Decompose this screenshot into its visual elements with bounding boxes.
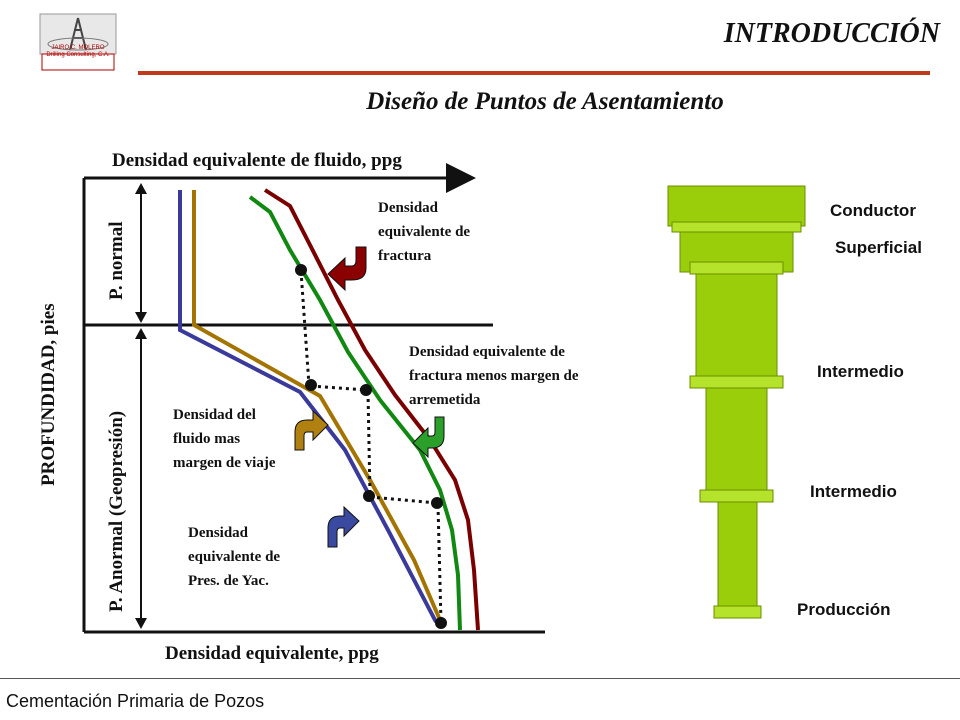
footer-text: Cementación Primaria de Pozos	[6, 691, 265, 711]
annotation-fracture-minus-kick: Densidad equivalente de fractura menos m…	[409, 340, 579, 412]
annotation-line: Densidad equivalente de	[409, 344, 565, 360]
fracture-pointer-arrow	[327, 246, 367, 292]
annotation-pore-pressure: Densidad equivalente de Pres. de Yac.	[188, 521, 280, 593]
fracture-minus-margin-pointer-arrow	[412, 416, 445, 459]
casing-label-intermediate-2: Intermedio	[810, 482, 897, 501]
casing-label-intermediate-1: Intermedio	[817, 362, 904, 381]
bottom-axis-label: Densidad equivalente, ppg	[165, 643, 379, 664]
annotation-line: fractura	[378, 248, 432, 264]
page-title: INTRODUCCIÓN	[723, 18, 940, 49]
annotation-line: equivalente de	[188, 549, 281, 565]
page-subtitle: Diseño de Puntos de Asentamiento	[366, 88, 724, 115]
annotation-line: Densidad	[378, 200, 439, 216]
top-axis-label: Densidad equivalente de fluido, ppg	[112, 150, 402, 171]
setting-depth-points	[295, 264, 447, 629]
production-casing	[717, 501, 758, 607]
title-rule	[138, 71, 930, 75]
mud-weight-curve	[192, 190, 442, 621]
setting-depth-dotted-lines	[299, 270, 443, 623]
fracture-curve	[263, 188, 480, 631]
pore-pressure-pointer-arrow	[327, 505, 360, 548]
annotation-mud-plus-trip: Densidad del fluido mas margen de viaje	[173, 403, 275, 475]
conductor-casing-shoulder	[667, 185, 806, 227]
casing-label-surface: Superficial	[835, 238, 922, 257]
casing-label-conductor: Conductor	[830, 201, 916, 220]
fracture-minus-margin-curve	[248, 195, 462, 631]
annotation-line: arremetida	[409, 392, 481, 408]
intermediate-casing-2	[705, 387, 768, 493]
annotation-line: equivalente de	[378, 224, 471, 240]
casing-label-production: Producción	[797, 600, 891, 619]
annotation-line: Densidad del	[173, 407, 256, 423]
annotation-line: Pres. de Yac.	[188, 573, 269, 589]
annotation-line: fluido mas	[173, 431, 241, 447]
mud-weight-pointer-arrow	[294, 409, 329, 451]
intermediate-casing-1	[695, 273, 778, 379]
logo-text-1: JAIRO C. MOLERO	[51, 45, 105, 51]
casing-string	[667, 185, 806, 619]
logo-text-2: Drilling Consulting, C.A.	[46, 52, 110, 58]
annotation-fracture: Densidad equivalente de fractura	[378, 196, 470, 268]
company-logo	[39, 13, 117, 71]
footer-rule	[0, 678, 960, 679]
logo-caption: JAIRO C. MOLERO Drilling Consulting, C.A…	[34, 45, 122, 59]
annotation-line: fractura menos margen de	[409, 368, 579, 384]
annotation-line: margen de viaje	[173, 455, 276, 471]
annotation-line: Densidad	[188, 525, 249, 541]
